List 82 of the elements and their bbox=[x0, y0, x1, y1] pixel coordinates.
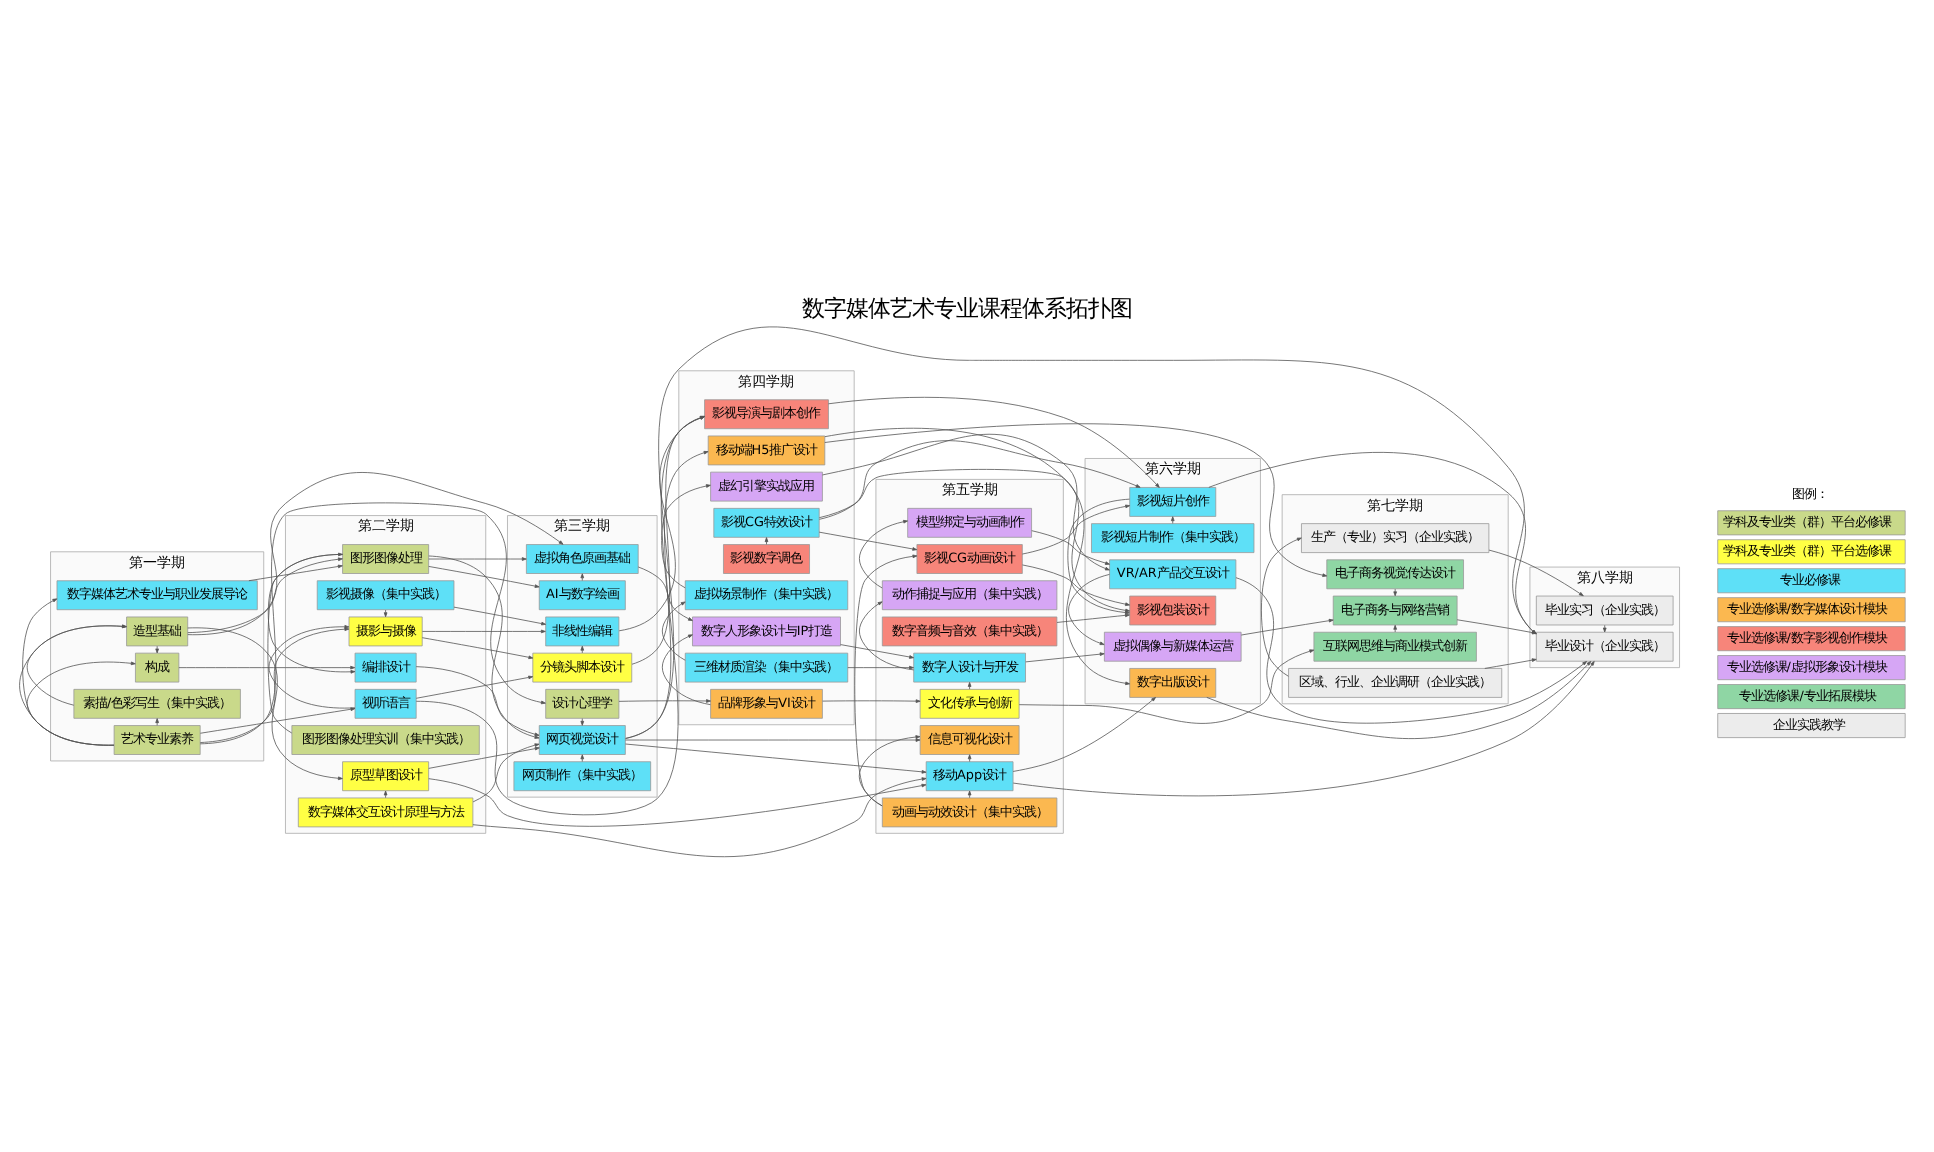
arrow bbox=[661, 601, 686, 661]
arrow bbox=[625, 450, 709, 739]
arrow bbox=[19, 624, 127, 746]
arrow bbox=[580, 573, 585, 581]
arrow bbox=[428, 778, 927, 827]
arrow bbox=[819, 440, 1141, 520]
arrow bbox=[1261, 537, 1302, 677]
arrow bbox=[625, 738, 921, 742]
diagram-title: 数字媒体艺术专业课程体系拓扑图 bbox=[802, 296, 1132, 323]
arrow bbox=[428, 566, 540, 588]
arrow bbox=[618, 416, 705, 632]
arrow bbox=[415, 666, 540, 737]
arrow bbox=[26, 624, 127, 706]
arrow bbox=[428, 746, 540, 769]
arrow bbox=[383, 790, 388, 799]
arrow bbox=[428, 555, 540, 739]
arrow bbox=[187, 627, 343, 781]
arrow bbox=[268, 625, 356, 709]
arrow bbox=[631, 416, 705, 665]
arrow bbox=[155, 718, 159, 726]
arrow bbox=[428, 557, 527, 561]
arrow bbox=[1393, 588, 1397, 597]
arrow bbox=[625, 326, 1537, 739]
arrow bbox=[472, 743, 540, 803]
arrow bbox=[1393, 624, 1397, 633]
arrow bbox=[1602, 624, 1607, 633]
arrow bbox=[1021, 504, 1131, 555]
arrow bbox=[1208, 451, 1537, 635]
arrow bbox=[967, 754, 972, 762]
arrow bbox=[422, 629, 546, 634]
arrow bbox=[248, 564, 343, 582]
arrow bbox=[580, 754, 585, 762]
arrow bbox=[267, 554, 356, 674]
arrow bbox=[1170, 516, 1175, 524]
arrow bbox=[1484, 658, 1537, 669]
arrow bbox=[822, 434, 1110, 571]
arrow bbox=[383, 609, 388, 618]
arrow bbox=[1031, 530, 1110, 565]
arrow bbox=[580, 645, 585, 654]
arrow bbox=[618, 699, 711, 703]
arrow bbox=[178, 665, 356, 670]
arrow bbox=[967, 790, 972, 799]
arrow bbox=[854, 554, 918, 807]
arrow bbox=[199, 707, 356, 734]
arrow bbox=[415, 415, 705, 816]
arrow bbox=[415, 675, 534, 699]
arrow bbox=[187, 472, 564, 636]
arrow bbox=[625, 743, 927, 774]
arrow bbox=[764, 537, 769, 545]
arrow bbox=[199, 502, 546, 745]
arrow bbox=[1456, 619, 1537, 635]
arrow bbox=[859, 601, 915, 671]
arrow bbox=[828, 396, 1160, 488]
arrow bbox=[1068, 574, 1110, 645]
arrow bbox=[637, 566, 693, 621]
arrow bbox=[187, 557, 343, 634]
arrow bbox=[859, 519, 908, 589]
arrow bbox=[199, 627, 350, 743]
arrow bbox=[1018, 649, 1315, 724]
arrow bbox=[472, 777, 927, 857]
arrow bbox=[967, 682, 972, 690]
arrow bbox=[155, 645, 159, 654]
arrow bbox=[1025, 652, 1105, 663]
arrow bbox=[1488, 549, 1584, 597]
arrow bbox=[847, 665, 914, 670]
arrow bbox=[453, 606, 546, 626]
arrow bbox=[1235, 577, 1588, 724]
arrow bbox=[818, 531, 918, 551]
arrow bbox=[840, 644, 914, 659]
arrow bbox=[1240, 618, 1334, 636]
arrow bbox=[1067, 498, 1130, 615]
arrow bbox=[1056, 613, 1130, 623]
arrow bbox=[822, 699, 921, 703]
arrow bbox=[661, 484, 711, 589]
arrow bbox=[661, 634, 711, 706]
arrow bbox=[1022, 564, 1130, 606]
arrow bbox=[421, 637, 534, 660]
arrow bbox=[1012, 661, 1595, 797]
arrow bbox=[1012, 697, 1156, 772]
arrow bbox=[1206, 661, 1592, 739]
arrow bbox=[580, 718, 585, 726]
arrow bbox=[267, 552, 343, 734]
